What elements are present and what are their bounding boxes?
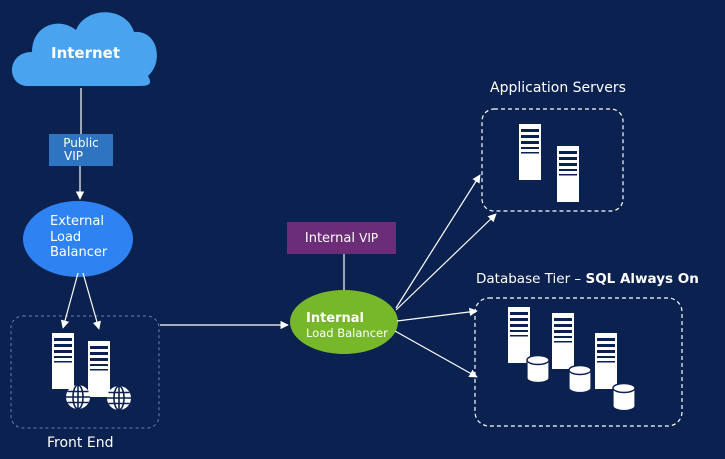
database-icon: [526, 354, 550, 384]
arrow-external-lb-to-server1: [60, 272, 79, 329]
server-icon: [595, 333, 617, 389]
front-end-label: Front End: [47, 435, 114, 451]
external-lb-line2: Load: [50, 229, 82, 245]
database-tier-label-prefix: Database Tier –: [476, 271, 586, 287]
internal-lb-line1: Internal: [306, 311, 365, 326]
arrow-lb-to-app-1: [395, 174, 481, 309]
internet-label: Internet: [51, 44, 121, 62]
globe-icon: [65, 384, 91, 410]
app-servers-label: Application Servers: [490, 80, 626, 96]
public-vip-line1: Public: [63, 136, 99, 150]
front-end-box: [10, 315, 160, 429]
database-icon: [612, 382, 636, 412]
internal-lb-line2: Load Balancer: [306, 326, 388, 340]
external-lb-line3: Balancer: [50, 245, 108, 260]
external-load-balancer: [23, 201, 133, 277]
server-icon: [88, 341, 110, 397]
internal-load-balancer: [290, 290, 398, 354]
database-tier-label: Database Tier – SQL Always On: [476, 271, 699, 287]
external-lb-label: External Load Balancer: [50, 214, 107, 261]
arrow-lb-to-db-1: [396, 307, 478, 322]
arrow-external-lb-to-server2: [82, 272, 101, 330]
server-icon: [557, 146, 579, 202]
public-vip-label: Public VIP: [49, 137, 113, 163]
public-vip-line2: VIP: [64, 149, 83, 163]
external-lb-line1: External: [50, 214, 104, 229]
internal-vip-label: Internal VIP: [287, 231, 396, 246]
database-tier-box: [474, 297, 683, 427]
public-vip-box: [49, 134, 113, 166]
arrow-lb-to-db-2: [394, 330, 478, 378]
server-icon: [52, 333, 74, 389]
database-icon: [568, 364, 592, 394]
cloud-icon: [11, 12, 157, 86]
app-servers-box: [481, 108, 624, 212]
arrow-lb-to-app-2: [395, 213, 497, 311]
server-icon: [508, 307, 530, 363]
internal-vip-label-vip: VIP: [359, 231, 379, 245]
server-icon: [519, 124, 541, 180]
internal-lb-label: Internal Load Balancer: [306, 311, 388, 341]
internal-vip-label-main: Internal: [304, 231, 355, 246]
server-icon: [552, 313, 574, 369]
database-tier-label-bold: SQL Always On: [585, 271, 699, 287]
globe-icon: [106, 385, 132, 411]
internet-cloud: [11, 12, 157, 86]
internal-vip-box: [287, 222, 396, 254]
